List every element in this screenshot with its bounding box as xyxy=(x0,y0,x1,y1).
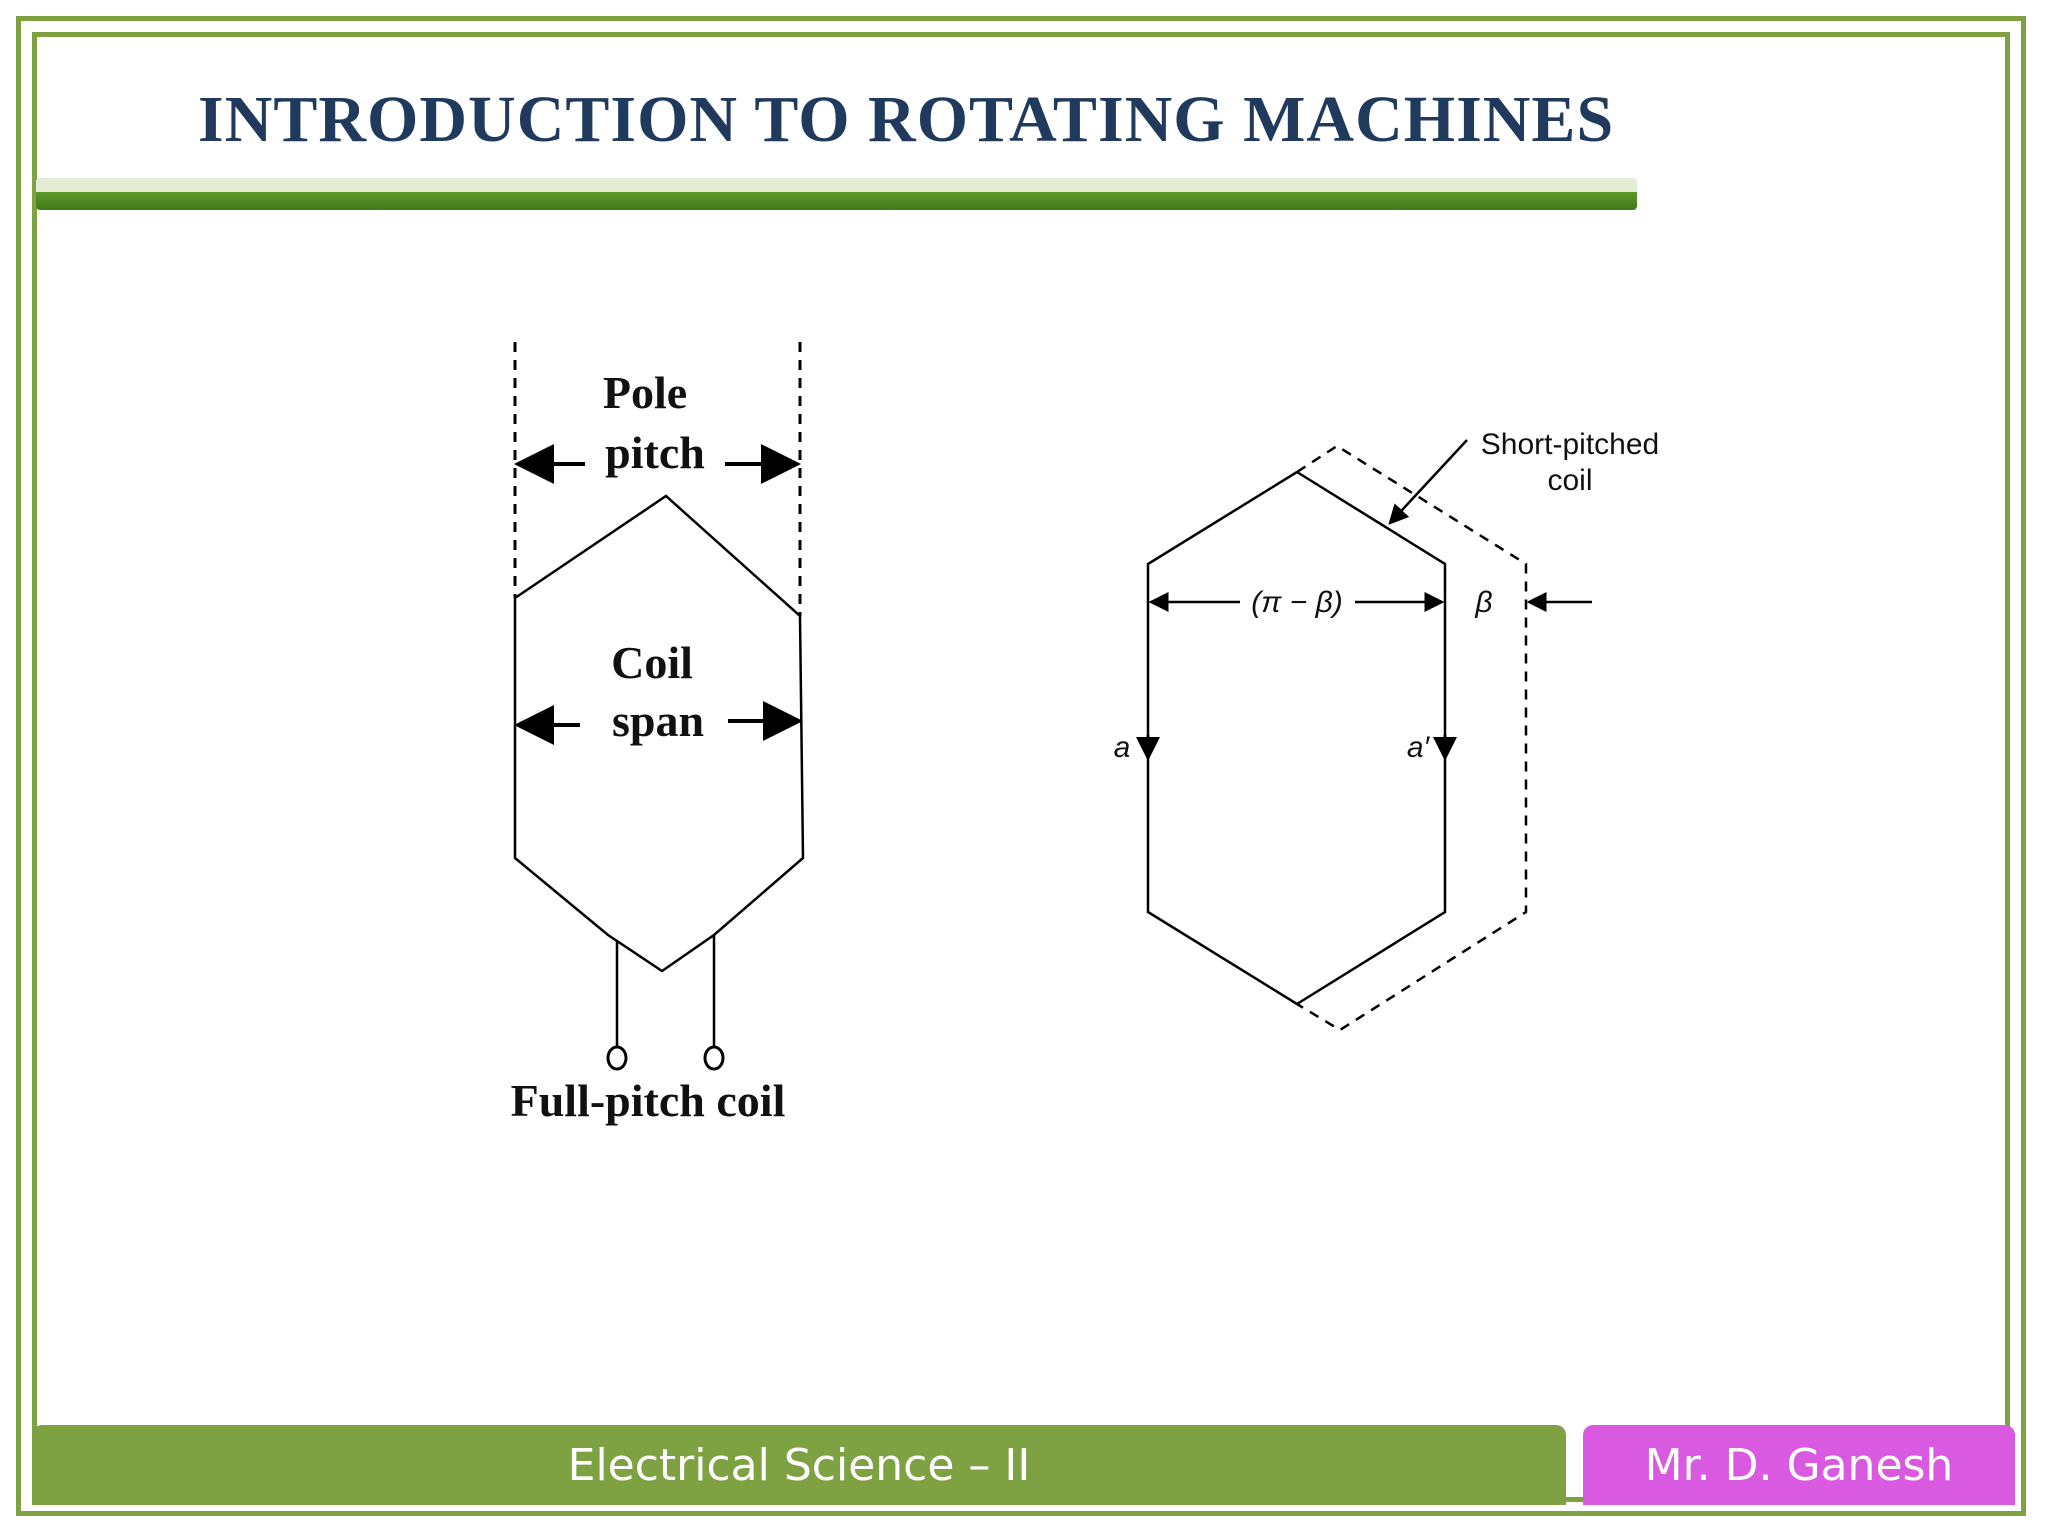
footer-author-bar: Mr. D. Ganesh xyxy=(1583,1425,2015,1505)
pi-beta-label: (π − β) xyxy=(1251,586,1342,619)
slide-title: INTRODUCTION TO ROTATING MACHINES xyxy=(198,83,1615,156)
full-pitch-caption: Full-pitch coil xyxy=(511,1075,786,1126)
footer-course-text: Electrical Science – II xyxy=(567,1439,1031,1491)
coil-label: Coil xyxy=(611,637,693,688)
title-underline-bar xyxy=(36,192,1637,210)
pitch-label: pitch xyxy=(605,427,705,478)
short-pitch-solid-outline xyxy=(1146,470,1447,1006)
short-pitch-coil: Short-pitched coil (π − β) β a a′ xyxy=(1114,428,1659,1032)
side-a-label: a xyxy=(1114,731,1131,764)
callout-leader xyxy=(1388,439,1468,525)
pole-label: Pole xyxy=(603,367,687,418)
slide-outer-frame xyxy=(16,16,2026,1516)
terminal-left xyxy=(606,1045,628,1071)
title-underline-highlight xyxy=(36,178,1637,192)
footer-course-bar: Electrical Science – II xyxy=(32,1425,1566,1505)
terminal-right xyxy=(703,1045,725,1071)
full-pitch-dashed-outline xyxy=(1296,444,1528,1032)
span-label: span xyxy=(612,695,704,746)
full-pitch-coil: Pole pitch Coil span Full-pitch coil xyxy=(511,342,805,1126)
callout-line1: Short-pitched xyxy=(1481,428,1659,461)
callout-line2: coil xyxy=(1547,464,1592,497)
beta-label: β xyxy=(1474,586,1492,619)
footer-author-text: Mr. D. Ganesh xyxy=(1644,1439,1954,1491)
side-a-prime-label: a′ xyxy=(1407,731,1431,764)
